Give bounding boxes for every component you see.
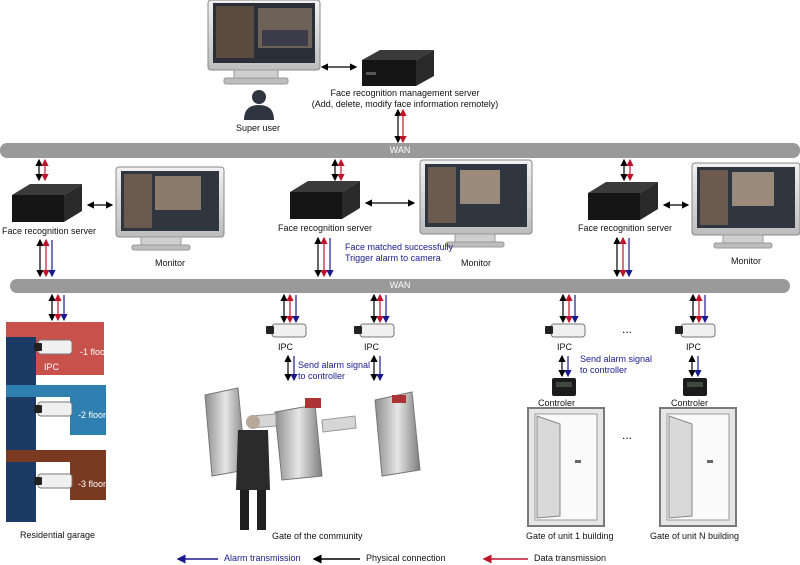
management-monitor bbox=[207, 0, 321, 85]
community-ipc-2-label: IPC bbox=[364, 342, 380, 352]
unit-note-line1: Send alarm signal bbox=[580, 354, 653, 364]
controller-unit-n bbox=[683, 378, 707, 396]
server-left-label: Face recognition server bbox=[2, 226, 97, 236]
garage-floor-1-label: -1 floor bbox=[80, 347, 109, 357]
wan-mid-device-links bbox=[48, 293, 709, 324]
wan-top-links bbox=[35, 158, 634, 182]
wan-top-label: WAN bbox=[389, 145, 411, 155]
ipc-camera-community-2 bbox=[354, 323, 395, 338]
controller-n-label: Controler bbox=[671, 398, 709, 408]
ellipsis-top: ... bbox=[622, 322, 633, 336]
garage-ipc-1-label: IPC bbox=[44, 362, 60, 372]
ipc-camera-unit-n bbox=[675, 323, 716, 338]
unit-note-line2: to controller bbox=[580, 365, 628, 375]
unit-ipc-1-label: IPC bbox=[557, 342, 573, 352]
server-left bbox=[12, 184, 82, 222]
user-icon bbox=[244, 90, 274, 120]
monitor-right bbox=[691, 162, 800, 249]
legend-physical-label: Physical connection bbox=[366, 553, 446, 563]
monitor-center bbox=[419, 159, 533, 248]
ipc-camera-garage-3 bbox=[34, 473, 73, 489]
server-right bbox=[588, 182, 658, 220]
center-note-line1: Face matched successfully bbox=[345, 242, 454, 252]
unit-1-gate-label: Gate of unit 1 building bbox=[526, 531, 614, 541]
ipc-camera-garage-1 bbox=[34, 339, 73, 355]
garage-ipc-2-label: IPC bbox=[44, 432, 60, 442]
community-ipc-1-label: IPC bbox=[278, 342, 294, 352]
wan-top-bar bbox=[0, 143, 800, 158]
center-note-line2: Trigger alarm to camera bbox=[345, 253, 441, 263]
garage-floor-3-label: -3 floor bbox=[78, 479, 107, 489]
garage-label: Residential garage bbox=[20, 530, 96, 540]
unit-n-gate-label: Gate of unit N building bbox=[650, 531, 740, 541]
community-note-line2: to controller bbox=[298, 371, 346, 381]
wan-mid-bar bbox=[10, 279, 790, 293]
management-server bbox=[362, 50, 434, 86]
ipc-camera-garage-2 bbox=[34, 401, 73, 417]
ellipsis-bottom: ... bbox=[622, 428, 633, 442]
door-unit-n bbox=[659, 407, 737, 527]
community-note-line1: Send alarm signal bbox=[298, 360, 371, 370]
ipc-camera-community-1 bbox=[266, 323, 307, 338]
unit-ipc-n-label: IPC bbox=[686, 342, 702, 352]
monitor-left-label: Monitor bbox=[154, 258, 185, 268]
garage-ipc-3-label: IPC bbox=[44, 494, 60, 504]
door-unit-1 bbox=[527, 407, 605, 527]
super-user-label: Super user bbox=[235, 123, 281, 133]
community-gate-label: Gate of the community bbox=[272, 531, 363, 541]
monitor-left bbox=[115, 166, 225, 251]
server-wan-mid-links bbox=[36, 236, 633, 278]
monitor-center-label: Monitor bbox=[460, 258, 491, 268]
person-walking bbox=[236, 415, 270, 530]
garage-floor-2-label: -2 floor bbox=[78, 410, 107, 420]
controller-1-label: Controler bbox=[538, 398, 576, 408]
legend-alarm-label: Alarm transmission bbox=[224, 553, 301, 563]
ipc-camera-unit-1 bbox=[545, 323, 586, 338]
server-center-label: Face recognition server bbox=[278, 223, 373, 233]
mgmt-server-label-line2: (Add, delete, modify face information re… bbox=[311, 99, 499, 109]
controller-unit-1 bbox=[552, 378, 576, 396]
server-right-label: Face recognition server bbox=[578, 223, 673, 233]
server-center bbox=[290, 181, 360, 219]
mgmt-server-label-line1: Face recognition management server bbox=[330, 88, 480, 98]
turnstile-gate bbox=[204, 387, 421, 481]
legend-data-label: Data transmission bbox=[534, 553, 607, 563]
monitor-right-label: Monitor bbox=[730, 256, 761, 266]
wan-mid-label: WAN bbox=[389, 280, 411, 290]
garage-building bbox=[6, 322, 106, 522]
